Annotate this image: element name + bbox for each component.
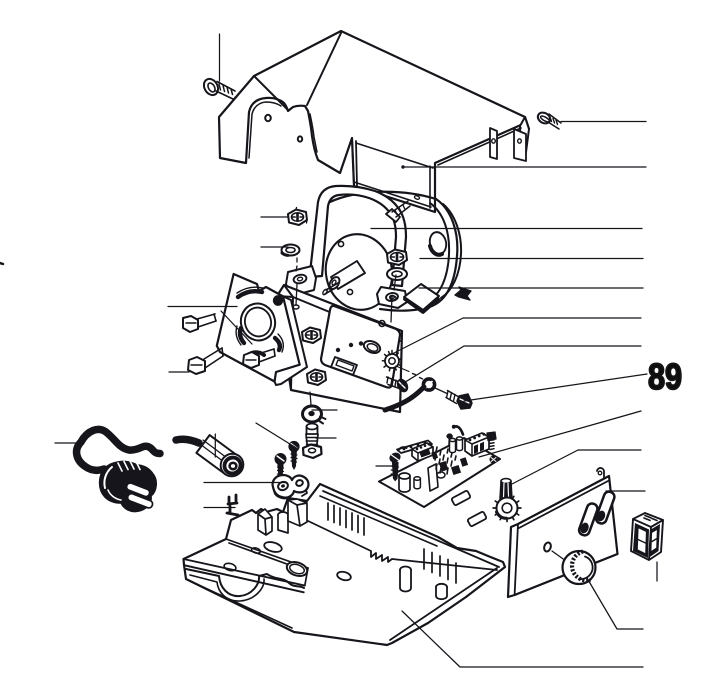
svg-text:89: 89 (648, 357, 682, 398)
